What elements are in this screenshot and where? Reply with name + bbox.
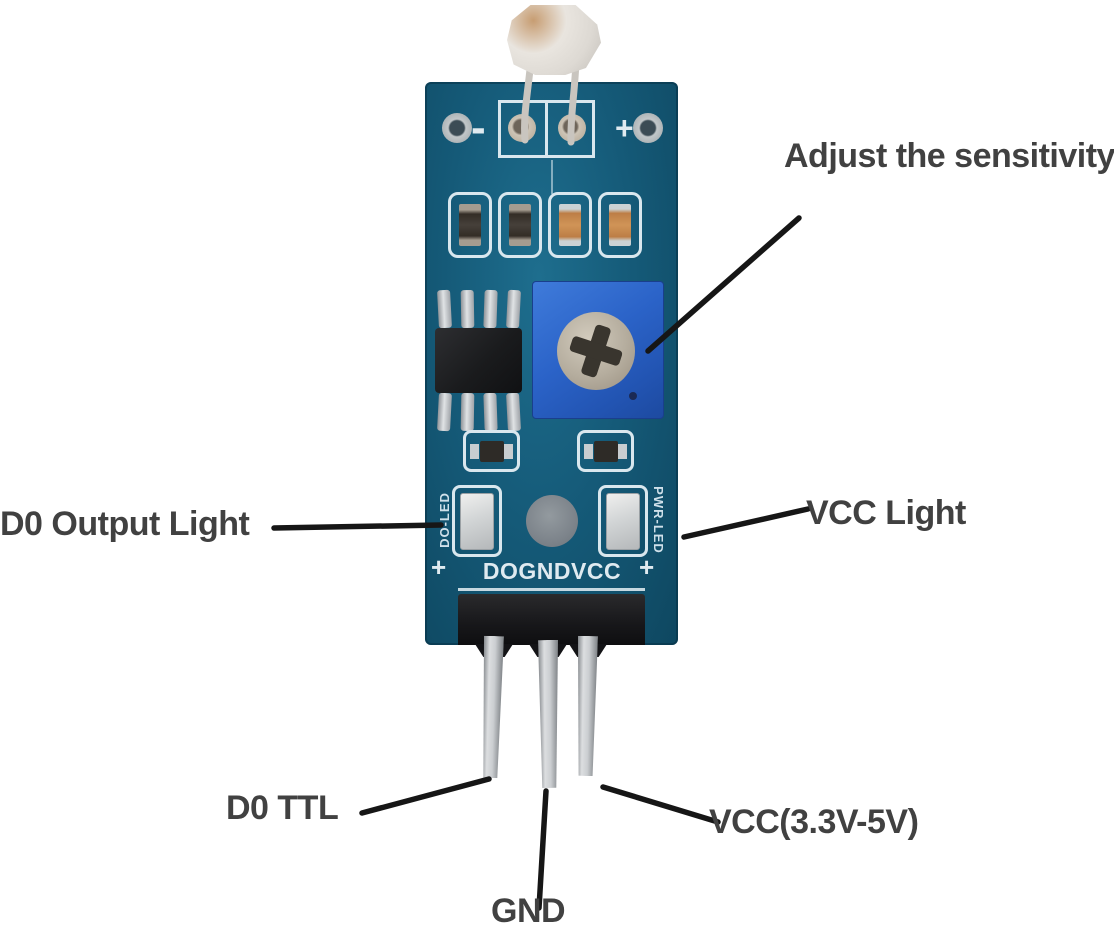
smd-capacitor-outline-2 xyxy=(598,192,642,258)
pwr-led-silk-label: PWR-LED xyxy=(651,486,666,554)
smd-capacitor-1 xyxy=(559,204,581,246)
smd-resistor-outline-2 xyxy=(498,192,542,258)
ic-pin xyxy=(460,289,475,329)
adjust-sensitivity-label: Adjust the sensitivity xyxy=(784,137,1114,175)
ldr-minus-mark: - xyxy=(471,103,486,152)
mounting-hole-left xyxy=(442,113,472,143)
vcc-pin xyxy=(576,636,598,776)
d0-led xyxy=(460,493,494,550)
d0-ttl-label: D0 TTL xyxy=(226,789,339,827)
vcc-light-pointer-line xyxy=(681,506,811,540)
smd-transistor-left xyxy=(480,441,504,462)
pin-row-silk-label: DOGNDVCC xyxy=(482,558,622,584)
ic-pin xyxy=(483,392,498,432)
d0-led-silk-label: DO-LED xyxy=(437,492,452,548)
ic-pin xyxy=(460,392,475,432)
vcc-supply-label: VCC(3.3V-5V) xyxy=(709,803,919,841)
gnd-label: GND xyxy=(491,892,566,930)
ldr-photoresistor xyxy=(507,5,601,75)
power-led-outline xyxy=(598,485,648,557)
smd-capacitor-2 xyxy=(609,204,631,246)
ic-pin xyxy=(437,289,452,329)
smd-transistor-outline-right xyxy=(577,430,634,472)
vcc-supply-pointer-line xyxy=(600,784,721,825)
d0-led-plus-mark: + xyxy=(431,552,447,582)
mounting-hole-right xyxy=(633,113,663,143)
center-mounting-hole xyxy=(526,495,578,547)
d0-led-outline xyxy=(452,485,502,557)
pcb-board: - + xyxy=(425,82,678,645)
ldr-plus-mark: + xyxy=(615,110,634,146)
d0-output-light-pointer-line xyxy=(271,522,444,531)
ic-pin xyxy=(483,289,498,329)
comparator-ic xyxy=(435,328,522,393)
potentiometer-pin-dot xyxy=(629,392,637,400)
ic-pin xyxy=(437,392,452,432)
smd-capacitor-outline-1 xyxy=(548,192,592,258)
ldr-solder-pad-left xyxy=(508,114,536,142)
d0-pin xyxy=(480,636,504,778)
pwr-led-plus-mark: + xyxy=(639,552,655,582)
d0-ttl-pointer-line xyxy=(359,776,492,816)
smd-resistor-outline-1 xyxy=(448,192,492,258)
smd-resistor-1 xyxy=(459,204,481,246)
vcc-light-label: VCC Light xyxy=(806,494,966,532)
ldr-solder-pad-right xyxy=(558,114,586,142)
smd-transistor-outline-left xyxy=(463,430,520,472)
ic-pin xyxy=(506,289,521,329)
power-led xyxy=(606,493,640,550)
pcb-trace xyxy=(551,160,553,194)
d0-output-light-label: D0 Output Light xyxy=(0,505,250,543)
smd-transistor-right xyxy=(594,441,618,462)
smd-resistor-2 xyxy=(509,204,531,246)
gnd-pointer-line xyxy=(536,788,549,911)
ic-pin xyxy=(506,392,521,432)
gnd-pin xyxy=(538,640,559,788)
header-silk-line xyxy=(458,588,645,591)
